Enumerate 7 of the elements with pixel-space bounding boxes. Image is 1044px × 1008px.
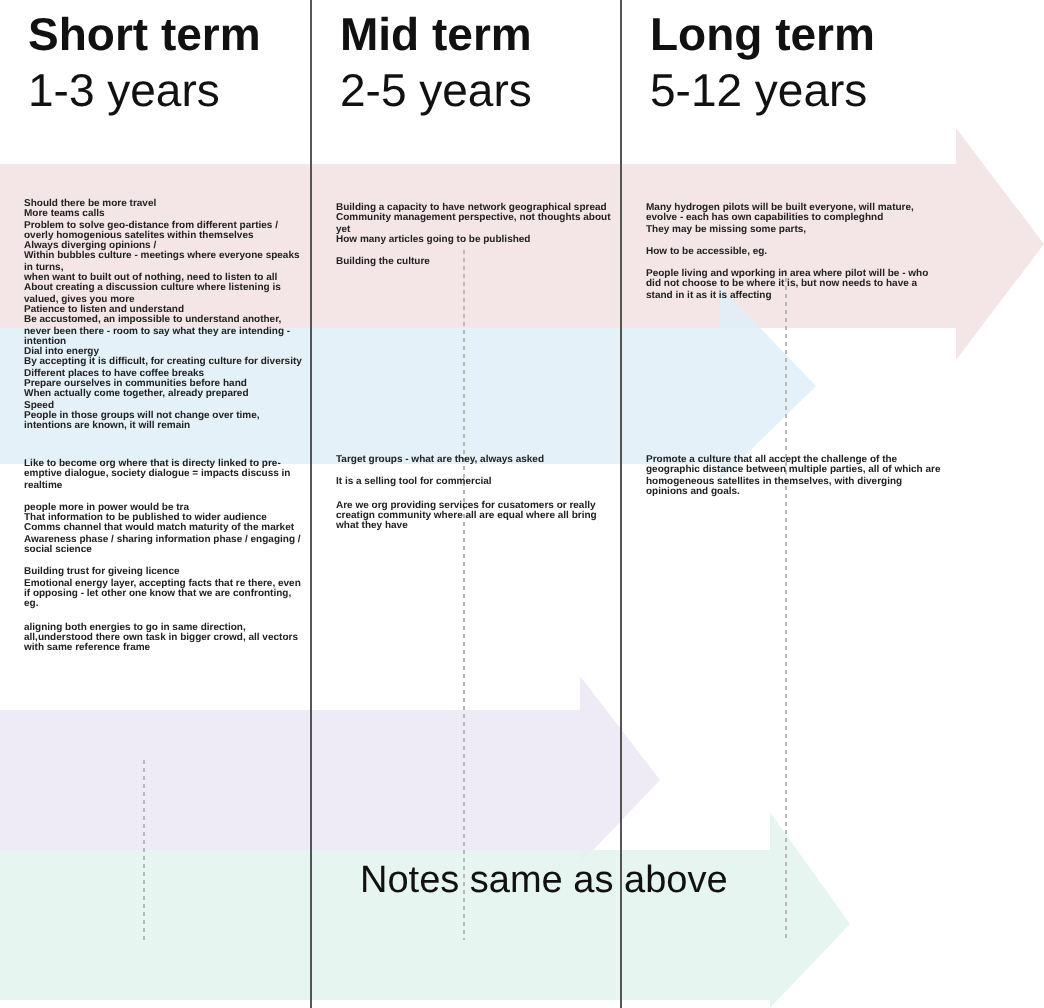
column-heading: Short term <box>28 8 261 62</box>
year-range: 1-3 years <box>28 64 220 118</box>
year-range: 5-12 years <box>650 64 868 118</box>
note-label: Notes same as above <box>360 860 728 904</box>
column-heading: Mid term <box>340 8 532 62</box>
year-range: 2-5 years <box>340 64 532 118</box>
column-heading: Long term <box>650 8 875 62</box>
